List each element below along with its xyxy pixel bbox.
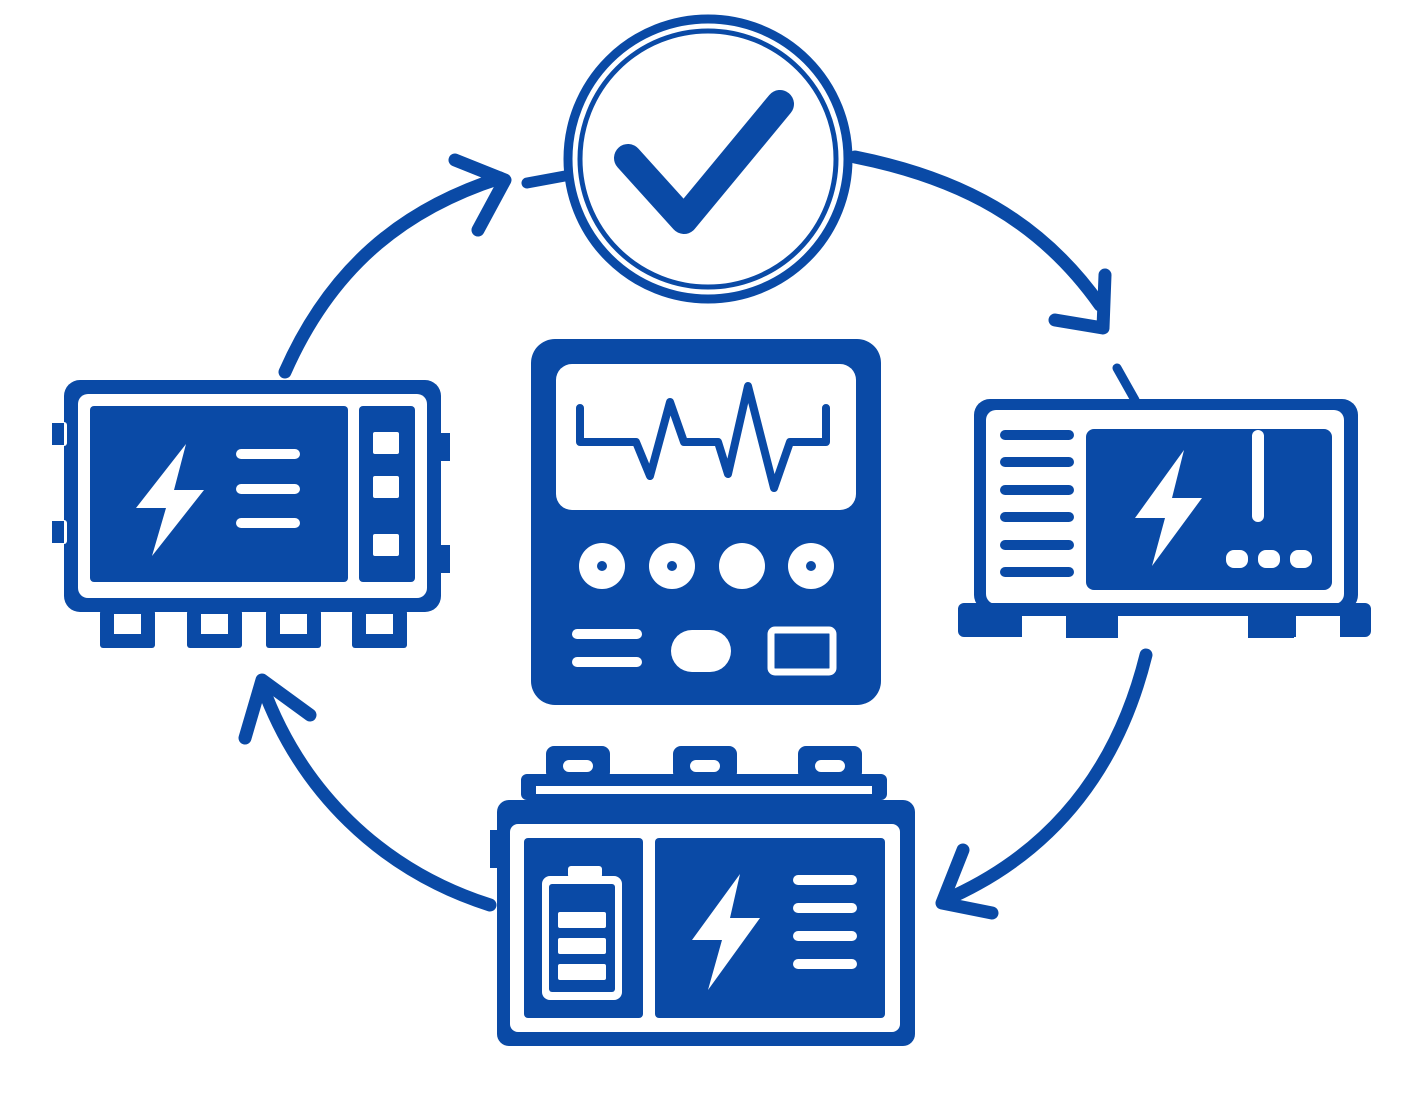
arrow-right-to-bottom (935, 648, 1153, 920)
arrow-left-to-top (278, 153, 571, 379)
arrow-bottom-to-left (238, 673, 497, 912)
battery-pack-icon (490, 746, 915, 1046)
power-controller-icon (52, 380, 450, 648)
charging-station-icon (958, 363, 1371, 638)
arrow-top-to-right (848, 150, 1112, 335)
check-circle-icon (563, 14, 853, 304)
monitoring-panel-icon (531, 339, 881, 705)
